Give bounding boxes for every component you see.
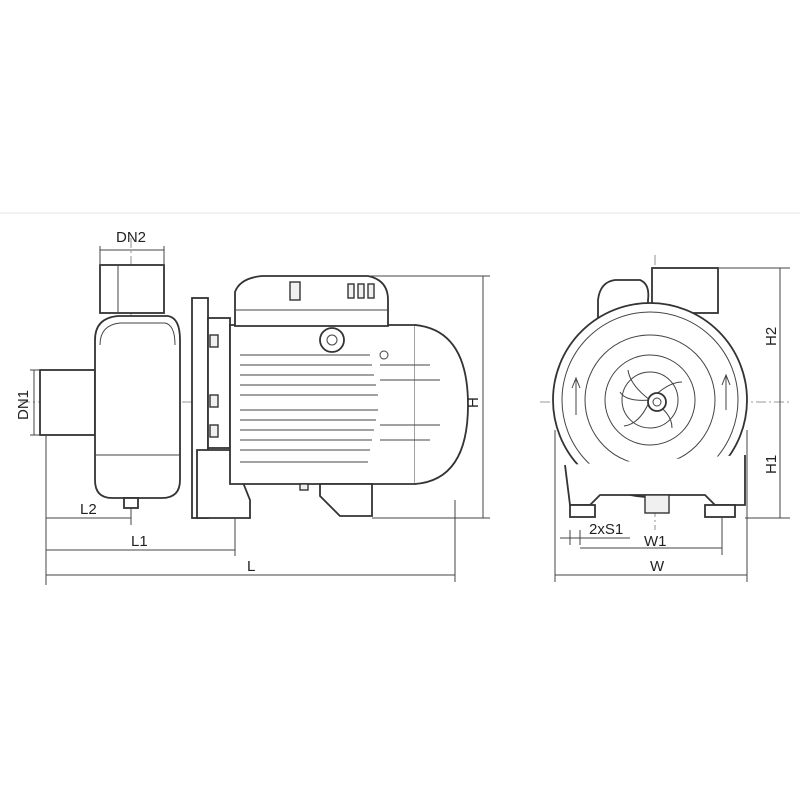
label-l2: L2: [80, 501, 97, 518]
front-view: [540, 255, 790, 530]
label-l1: L1: [131, 533, 148, 550]
cable-gland: [319, 327, 345, 353]
label-w: W: [650, 558, 665, 575]
label-h2: H2: [763, 327, 780, 346]
cooling-fins: [240, 354, 440, 463]
discharge-outlet: [99, 264, 165, 314]
label-h1: H1: [763, 455, 780, 474]
label-h: H: [465, 397, 482, 408]
dimension-lines: [30, 246, 790, 585]
ground-symbol: [379, 350, 389, 360]
side-view: [20, 238, 470, 520]
rear-foot: [319, 483, 373, 517]
suction-inlet: [39, 369, 96, 436]
label-l: L: [247, 558, 255, 575]
terminal-box: [234, 275, 389, 327]
pump-casing: [94, 315, 181, 499]
motor-end-cap: [414, 324, 469, 485]
label-dn1: DN1: [15, 390, 32, 420]
label-w1: W1: [644, 533, 667, 550]
label-dn2: DN2: [116, 229, 146, 246]
label-2xs1: 2xS1: [589, 521, 623, 538]
impeller-hub: [647, 392, 667, 412]
drain-plug: [123, 497, 139, 509]
